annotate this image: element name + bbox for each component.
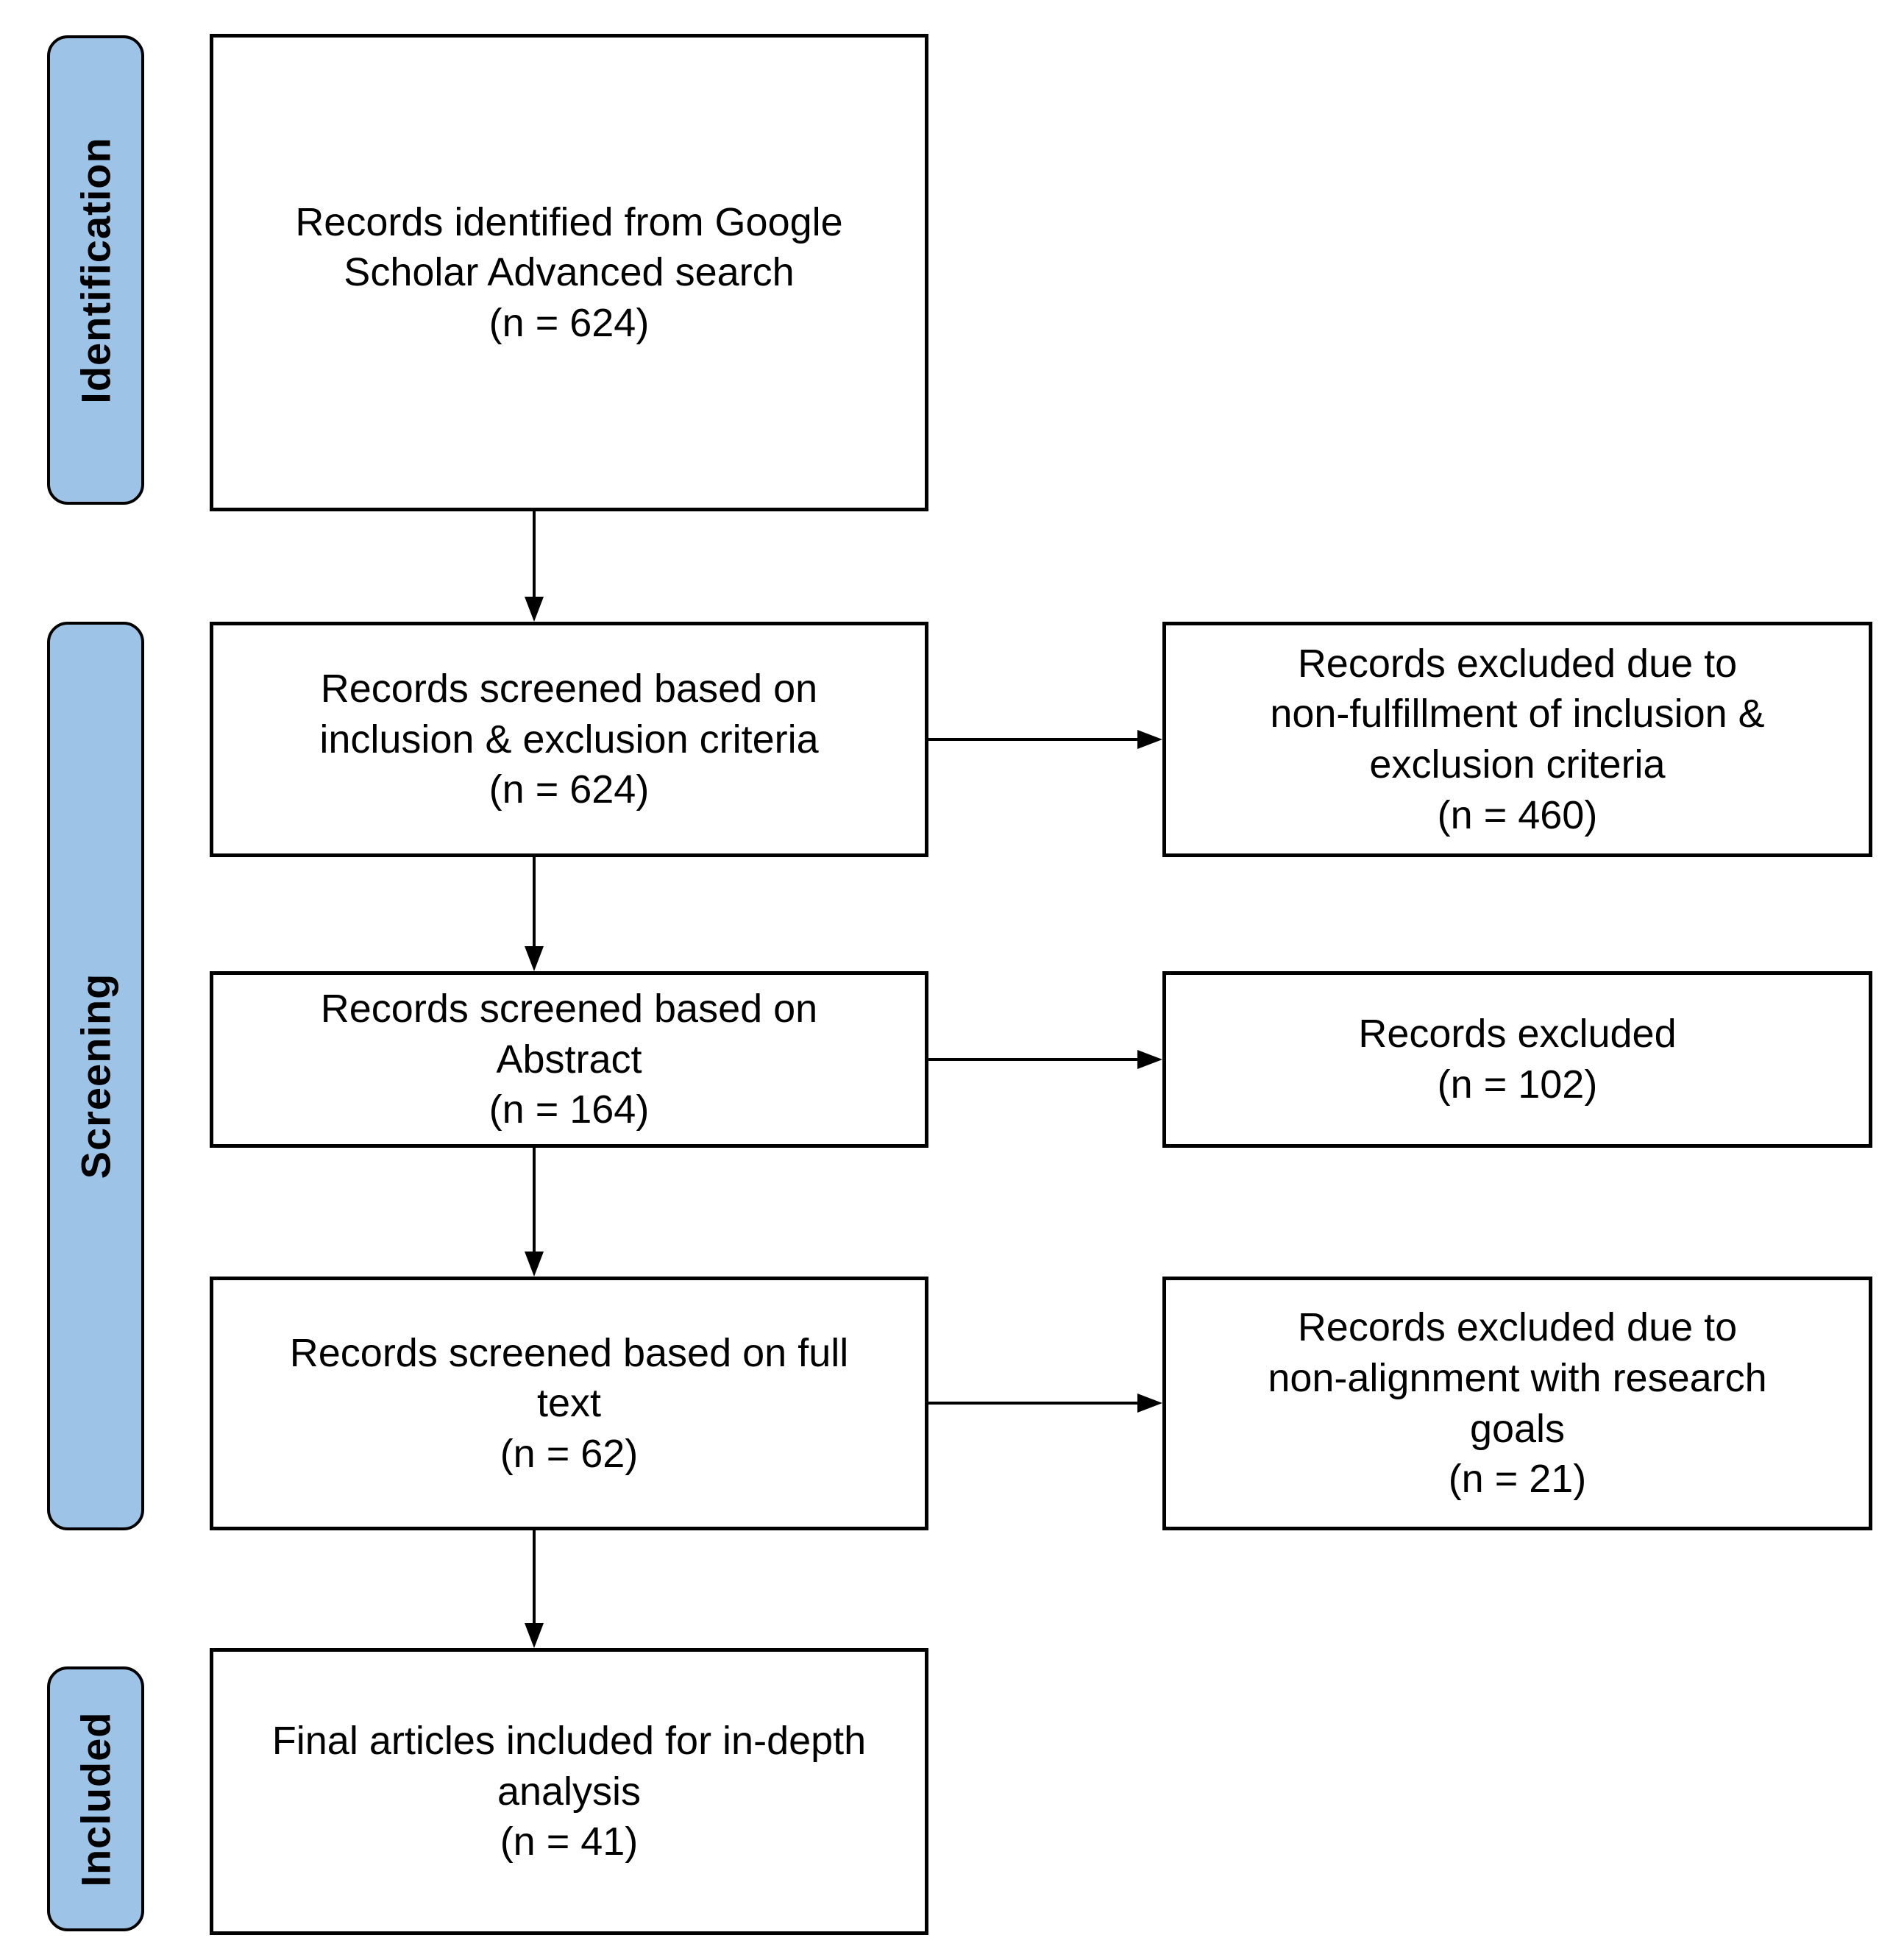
box-screened-abstract-count: (n = 164) [489,1087,650,1132]
box-excluded-inclusion-exclusion: Records excluded due to non-fulfillment … [1162,622,1872,857]
stage-identification-label: Identification [72,136,119,404]
box-final-included: Final articles included for in-depth ana… [210,1648,928,1935]
arrow-screening-to-abstract-line [533,857,536,948]
box-screened-full-text-count: (n = 62) [500,1431,639,1476]
stage-screening: Screening [47,622,144,1530]
arrow-to-excluded-full-text-head [1137,1394,1162,1413]
arrow-identified-to-screening-line [533,511,536,598]
arrow-screening-to-abstract-head [525,946,544,971]
stage-included-label: Included [72,1711,119,1887]
box-screened-inclusion-exclusion: Records screened based on inclusion & ex… [210,622,928,857]
box-screened-full-text: Records screened based on full text (n =… [210,1277,928,1530]
box-excluded-full-text-line-1: Records excluded due to [1297,1305,1738,1350]
stage-included: Included [47,1666,144,1931]
box-final-included-line-1: Final articles included for in-depth [271,1719,867,1764]
arrow-abstract-to-fulltext-head [525,1252,544,1277]
box-screened-full-text-line-1: Records screened based on full [289,1330,849,1375]
box-excluded-inclusion-exclusion-count: (n = 460) [1437,792,1598,837]
arrow-to-excluded-abstract-head [1137,1050,1162,1069]
arrow-fulltext-to-included-line [533,1530,536,1625]
box-excluded-abstract-line-1: Records excluded [1358,1012,1677,1057]
box-screened-inclusion-exclusion-line-2: inclusion & exclusion criteria [319,717,819,762]
box-screened-abstract-line-2: Abstract [496,1037,642,1082]
box-final-included-count: (n = 41) [500,1820,639,1864]
arrow-to-excluded-full-text-line [928,1402,1139,1405]
arrow-to-excluded-inclusion-exclusion-line [928,738,1139,741]
box-screened-full-text-line-2: text [536,1381,602,1426]
box-records-identified-count: (n = 624) [489,300,650,345]
box-excluded-full-text-line-3: goals [1469,1406,1566,1451]
box-excluded-abstract: Records excluded (n = 102) [1162,971,1872,1148]
arrow-identified-to-screening-head [525,597,544,622]
box-records-identified-line-2: Scholar Advanced search [344,250,795,295]
box-records-identified: Records identified from Google Scholar A… [210,34,928,511]
box-excluded-abstract-count: (n = 102) [1437,1062,1598,1107]
arrow-abstract-to-fulltext-line [533,1148,536,1253]
stage-identification: Identification [47,35,144,505]
box-excluded-inclusion-exclusion-line-2: non-fulfillment of inclusion & [1270,692,1765,736]
box-records-identified-line-1: Records identified from Google [295,199,843,244]
box-screened-abstract: Records screened based on Abstract (n = … [210,971,928,1148]
box-excluded-full-text-line-2: non-alignment with research [1268,1355,1767,1400]
box-screened-abstract-line-1: Records screened based on [320,987,818,1032]
box-screened-inclusion-exclusion-count: (n = 624) [489,767,650,812]
box-final-included-line-2: analysis [497,1769,642,1814]
box-excluded-full-text-count: (n = 21) [1448,1457,1587,1502]
arrow-to-excluded-inclusion-exclusion-head [1137,730,1162,749]
arrow-fulltext-to-included-head [525,1623,544,1648]
box-excluded-full-text: Records excluded due to non-alignment wi… [1162,1277,1872,1530]
box-excluded-inclusion-exclusion-line-3: exclusion criteria [1369,742,1666,787]
box-excluded-inclusion-exclusion-line-1: Records excluded due to [1297,641,1738,686]
stage-screening-label: Screening [72,973,119,1179]
box-screened-inclusion-exclusion-line-1: Records screened based on [320,667,818,711]
arrow-to-excluded-abstract-line [928,1058,1139,1061]
